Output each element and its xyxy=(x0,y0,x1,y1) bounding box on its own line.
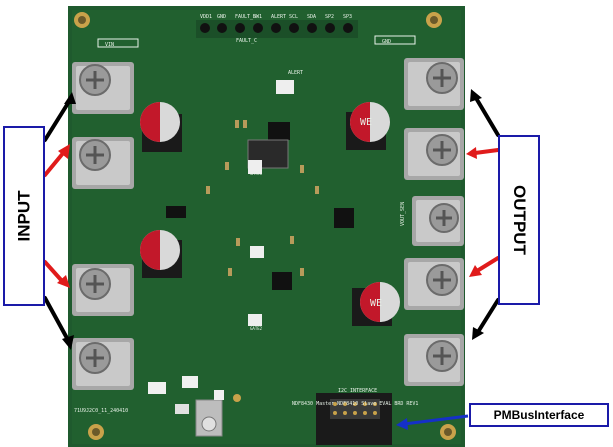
arrow-output-3 xyxy=(475,256,500,273)
capacitor-3 xyxy=(140,230,182,278)
arrow-input-4 xyxy=(43,296,70,342)
output-terminals xyxy=(404,58,464,386)
top-test-pins xyxy=(196,20,358,38)
terminal-in-3 xyxy=(72,264,134,316)
silkscreen: NDF8430 Master NDF8410 Slave EVAL BRD RE… xyxy=(74,38,418,414)
top-pin-label: FAULT_B xyxy=(235,14,256,20)
arrow-output-2 xyxy=(473,148,500,155)
mounting-holes xyxy=(74,12,456,440)
output-arrows xyxy=(466,89,500,340)
pmbus-connector xyxy=(316,393,392,445)
top-pin-label: VDD1 xyxy=(200,14,212,20)
smd-components xyxy=(206,120,319,276)
output-label: OUTPUT xyxy=(510,185,530,255)
terminal-out-2 xyxy=(404,128,464,180)
terminal-in-2 xyxy=(72,137,134,189)
board-id-text: 71U9J2C0_11_240410 xyxy=(74,408,128,414)
vin-silk: VIN xyxy=(105,42,114,48)
board-title-text: NDF8430 Master NDF8410 Slave EVAL BRD RE… xyxy=(292,401,418,407)
pmbus-label: PMBusInterface xyxy=(493,408,585,422)
input-label-box: INPUT xyxy=(3,126,45,306)
fault-text: FAULT_C xyxy=(236,38,257,44)
terminal-in-1 xyxy=(72,62,134,114)
top-pin-label: SW1 xyxy=(253,14,262,20)
gate1-silk: GATE1 xyxy=(250,171,263,176)
arrow-input-3 xyxy=(43,260,64,283)
arrow-output-1 xyxy=(474,96,500,137)
input-terminals xyxy=(72,62,134,390)
vout-silk: VOUT_SEN xyxy=(400,202,406,226)
top-pin-label: ALERT xyxy=(271,14,286,20)
top-pin-label: SCL xyxy=(289,14,298,20)
terminal-in-4 xyxy=(72,338,134,390)
top-pin-label: SP3 xyxy=(343,14,352,20)
arrow-input-1 xyxy=(43,98,72,142)
output-label-box: OUTPUT xyxy=(498,135,540,305)
terminal-out-5 xyxy=(404,334,464,386)
cap-mark-1: WE xyxy=(360,117,372,128)
top-pin-label: SP2 xyxy=(325,14,334,20)
terminal-out-3 xyxy=(412,196,464,246)
terminal-out-1 xyxy=(404,58,464,110)
arrow-input-2 xyxy=(43,150,66,177)
terminal-out-4 xyxy=(404,258,464,310)
arrow-output-4 xyxy=(476,298,500,334)
pmbus-arrow xyxy=(396,414,469,430)
input-label: INPUT xyxy=(14,190,33,242)
i2c-text: I2C INTERFACE xyxy=(338,388,377,394)
gnd-silk: GND xyxy=(382,39,391,45)
ic-chips xyxy=(166,80,354,326)
input-arrows xyxy=(43,92,76,350)
pmbus-label-box: PMBusInterface xyxy=(469,403,609,427)
capacitor-2 xyxy=(346,102,390,150)
alert-text: ALERT xyxy=(288,70,303,76)
cap-mark-2: WE xyxy=(370,298,382,309)
toggle-switch xyxy=(148,376,241,437)
capacitor-4 xyxy=(352,282,400,326)
capacitor-1 xyxy=(140,102,182,152)
top-pin-label: GND xyxy=(217,14,226,20)
top-pin-label: SDA xyxy=(307,14,316,20)
gate2-silk: GATE2 xyxy=(250,326,263,331)
